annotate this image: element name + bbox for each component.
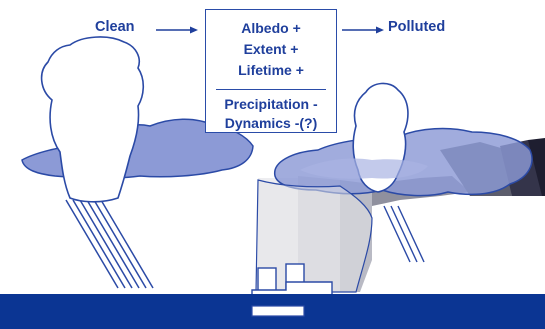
clean-rain-streaks [66, 200, 153, 288]
polluted-label: Polluted [388, 20, 445, 35]
effect-lifetime: Lifetime + [206, 63, 336, 77]
effects-divider [216, 89, 326, 90]
effect-dynamics: Dynamics -(?) [206, 116, 336, 130]
effect-extent: Extent + [206, 42, 336, 56]
polluted-rain-streaks [384, 206, 424, 262]
arrow-right-icon [156, 26, 198, 34]
shoreline-strip [252, 306, 304, 316]
effects-box: Albedo + Extent + Lifetime + Precipitati… [205, 9, 337, 133]
clean-label: Clean [95, 20, 135, 35]
effect-precipitation: Precipitation - [206, 97, 336, 111]
arrow-right-icon [342, 26, 384, 34]
effect-albedo: Albedo + [206, 21, 336, 35]
